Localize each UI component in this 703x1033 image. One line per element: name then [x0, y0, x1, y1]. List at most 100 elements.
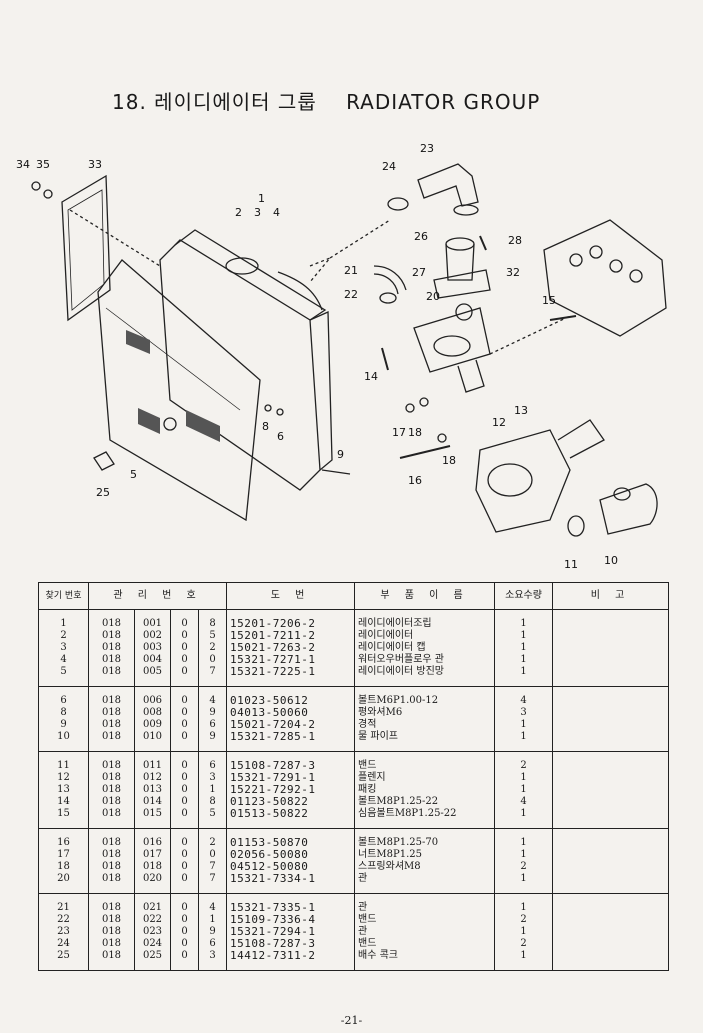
callout-8: 8 [262, 420, 269, 433]
cell-no: 4 [38, 654, 89, 666]
cell-a: 018 [88, 796, 135, 808]
cell-dwg: 15201-7211-2 [226, 630, 356, 642]
cell-a: 018 [88, 707, 135, 719]
cell-a: 018 [88, 686, 135, 707]
callout-20: 20 [426, 290, 440, 303]
cell-c: 0 [170, 914, 199, 926]
cell-qty: 1 [494, 950, 554, 971]
page-number: -21- [340, 1014, 363, 1027]
cell-dwg: 14412-7311-2 [226, 950, 356, 971]
callout-21: 21 [344, 264, 358, 277]
cell-remarks [552, 873, 670, 894]
cell-d: 7 [197, 873, 228, 894]
callout-28: 28 [508, 234, 522, 247]
cell-qty: 1 [494, 849, 554, 861]
callout-1: 1 [258, 192, 265, 205]
cell-dwg: 15221-7292-1 [226, 784, 356, 796]
cell-remarks [552, 784, 670, 796]
cell-no: 16 [38, 828, 89, 849]
callout-23: 23 [420, 142, 434, 155]
cell-qty: 1 [494, 772, 554, 784]
cell-no: 9 [38, 719, 89, 731]
cell-no: 13 [38, 784, 89, 796]
cell-b: 012 [134, 772, 171, 784]
cell-a: 018 [88, 772, 135, 784]
cell-remarks [552, 861, 670, 873]
cell-a: 018 [88, 828, 135, 849]
exploded-parts-diagram: 1 2 3 4 5 6 8 9 10 11 12 13 14 15 16 17 … [16, 142, 667, 571]
cell-remarks [552, 796, 670, 808]
cell-qty: 2 [494, 914, 554, 926]
water-pipe-10-shape [599, 483, 658, 535]
cell-d: 7 [197, 861, 228, 873]
cell-b: 014 [134, 796, 171, 808]
cell-b: 003 [134, 642, 171, 654]
cell-remarks [552, 849, 670, 861]
cell-remarks [552, 828, 670, 849]
cell-no: 18 [38, 861, 89, 873]
cell-d: 4 [197, 893, 228, 914]
cell-c: 0 [170, 751, 199, 772]
cell-b: 010 [134, 731, 171, 752]
cell-remarks [552, 893, 670, 914]
cell-b: 022 [134, 914, 171, 926]
cell-qty: 1 [494, 873, 554, 894]
cell-b: 020 [134, 873, 171, 894]
cell-qty: 1 [494, 630, 554, 642]
callout-14: 14 [364, 370, 378, 383]
cell-qty: 1 [494, 784, 554, 796]
cell-b: 008 [134, 707, 171, 719]
cell-qty: 1 [494, 609, 554, 630]
cell-c: 0 [170, 609, 199, 630]
cell-remarks [552, 950, 670, 971]
callout-16: 16 [408, 474, 422, 487]
cell-dwg: 15321-7294-1 [226, 926, 356, 938]
cell-c: 0 [170, 630, 199, 642]
cell-qty: 1 [494, 719, 554, 731]
cell-c: 0 [170, 861, 199, 873]
cell-c: 0 [170, 808, 199, 829]
cell-d: 9 [197, 707, 228, 719]
cell-name: 레이디에이터 방진망 [354, 666, 496, 687]
cell-qty: 4 [494, 686, 554, 707]
cell-dwg: 15021-7263-2 [226, 642, 356, 654]
cell-dwg: 15321-7334-1 [226, 873, 356, 894]
cell-d: 0 [197, 654, 228, 666]
cell-no: 3 [38, 642, 89, 654]
cell-dwg: 01023-50612 [226, 686, 356, 707]
cell-name: 평와셔M6 [354, 707, 496, 719]
callout-22: 22 [344, 288, 358, 301]
cell-b: 023 [134, 926, 171, 938]
cell-d: 5 [197, 630, 228, 642]
cell-b: 004 [134, 654, 171, 666]
cell-no: 1 [38, 609, 89, 630]
callout-labels: 1 2 3 4 5 6 8 9 10 11 12 13 14 15 16 17 … [16, 142, 618, 571]
header-remarks: 비 고 [552, 582, 670, 610]
cell-c: 0 [170, 707, 199, 719]
cell-name: 심음볼트M8P1.25-22 [354, 808, 496, 829]
cell-b: 015 [134, 808, 171, 829]
callout-13: 13 [514, 404, 528, 417]
overflow-pipe-shape [277, 271, 323, 311]
cell-dwg: 15321-7271-1 [226, 654, 356, 666]
cell-qty: 1 [494, 828, 554, 849]
cell-remarks [552, 731, 670, 752]
cell-dwg: 15108-7287-3 [226, 938, 356, 950]
cell-c: 0 [170, 772, 199, 784]
cell-qty: 1 [494, 808, 554, 829]
cell-qty: 1 [494, 666, 554, 687]
cell-name: 밴드 [354, 938, 496, 950]
cell-d: 4 [197, 686, 228, 707]
flange-12-shape [413, 307, 491, 373]
cell-a: 018 [88, 731, 135, 752]
cell-d: 1 [197, 784, 228, 796]
cell-c: 0 [170, 686, 199, 707]
cell-qty: 1 [494, 642, 554, 654]
